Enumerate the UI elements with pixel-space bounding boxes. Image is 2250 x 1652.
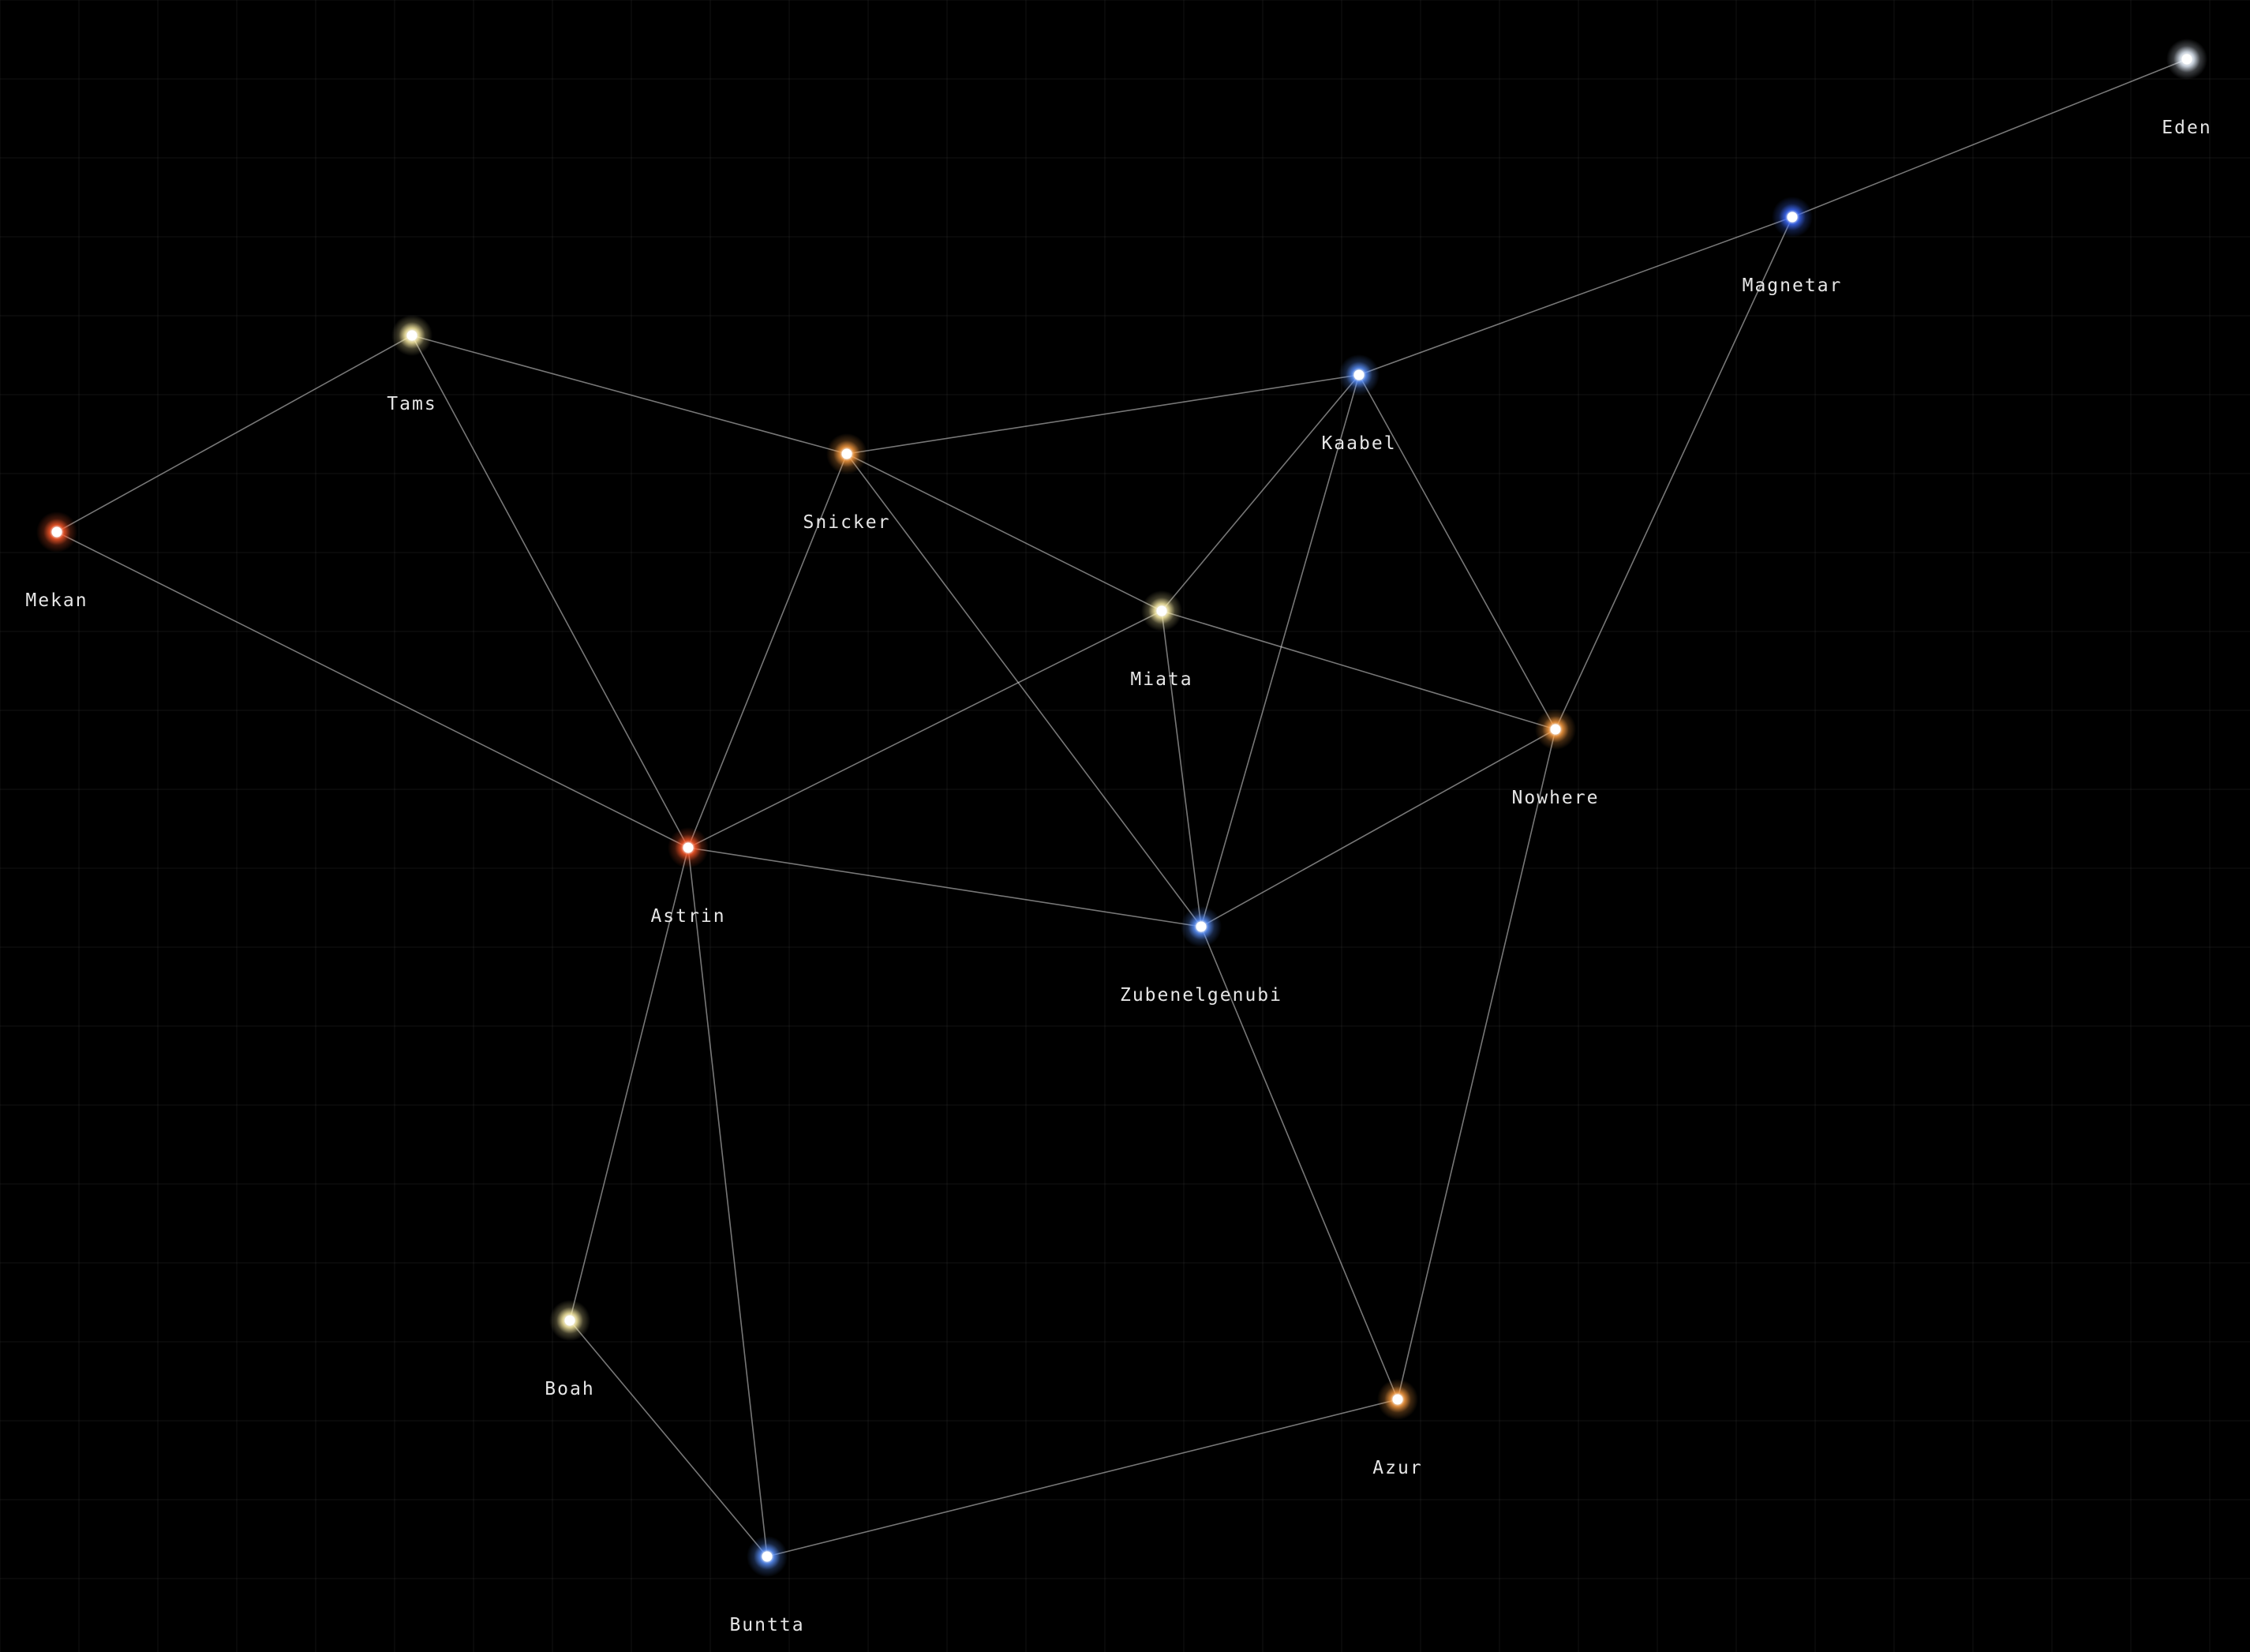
star-icon[interactable] xyxy=(51,526,62,538)
star-icon[interactable] xyxy=(1353,369,1365,380)
hyperlane-magnetar-kaabel xyxy=(1358,216,1793,376)
star-icon[interactable] xyxy=(2181,54,2192,65)
hyperlane-miata-astrin xyxy=(687,610,1162,848)
hyperlane-tams-mekan xyxy=(56,335,413,533)
hyperlane-magnetar-nowhere xyxy=(1555,216,1793,730)
hyperlane-miata-zubenelgenubi xyxy=(1161,610,1202,927)
star-label: Snicker xyxy=(803,512,891,533)
hyperlane-kaabel-zubenelgenubi xyxy=(1200,374,1360,927)
star-icon[interactable] xyxy=(841,448,852,459)
hyperlane-snicker-miata xyxy=(846,453,1162,612)
star-system-snicker[interactable]: Snicker xyxy=(803,433,891,533)
star-system-boah[interactable]: Boah xyxy=(545,1300,594,1399)
star-system-magnetar[interactable]: Magnetar xyxy=(1743,197,1843,296)
star-icon[interactable] xyxy=(683,842,694,853)
star-icon[interactable] xyxy=(1787,212,1798,223)
star-system-eden[interactable]: Eden xyxy=(2162,39,2211,138)
star-system-tams[interactable]: Tams xyxy=(387,315,436,414)
star-label: Eden xyxy=(2162,118,2211,138)
star-system-nowhere[interactable]: Nowhere xyxy=(1512,709,1600,808)
hyperlane-astrin-buntta xyxy=(687,847,768,1557)
star-label: Miata xyxy=(1130,669,1192,690)
star-label: Boah xyxy=(545,1379,594,1399)
hyperlane-snicker-astrin xyxy=(687,453,848,848)
hyperlane-nowhere-zubenelgenubi xyxy=(1200,729,1556,927)
star-icon[interactable] xyxy=(564,1315,575,1326)
star-system-kaabel[interactable]: Kaabel xyxy=(1321,354,1396,454)
star-icon[interactable] xyxy=(406,330,417,341)
hyperlane-kaabel-snicker xyxy=(846,374,1360,455)
hyperlane-azur-buntta xyxy=(766,1399,1398,1557)
star-icon[interactable] xyxy=(762,1551,773,1562)
star-system-astrin[interactable]: Astrin xyxy=(650,827,725,927)
hyperlane-network xyxy=(56,58,2188,1557)
star-label: Buntta xyxy=(729,1615,804,1635)
hyperlane-boah-buntta xyxy=(569,1320,768,1557)
star-icon[interactable] xyxy=(1550,724,1561,735)
hyperlane-astrin-zubenelgenubi xyxy=(687,847,1202,927)
star-label: Astrin xyxy=(650,906,725,927)
star-systems[interactable]: EdenMagnetarTamsKaabelSnickerMekanMiataN… xyxy=(25,39,2211,1635)
hyperlane-tams-astrin xyxy=(411,335,689,848)
star-system-zubenelgenubi[interactable]: Zubenelgenubi xyxy=(1120,906,1282,1006)
hyperlane-nowhere-azur xyxy=(1397,729,1556,1400)
star-icon[interactable] xyxy=(1156,605,1167,616)
star-icon[interactable] xyxy=(1196,921,1207,932)
star-label: Zubenelgenubi xyxy=(1120,985,1282,1006)
hyperlane-eden-magnetar xyxy=(1791,58,2188,218)
star-label: Nowhere xyxy=(1512,788,1600,808)
hyperlane-tams-snicker xyxy=(411,335,848,455)
hyperlane-snicker-zubenelgenubi xyxy=(846,453,1202,927)
star-system-miata[interactable]: Miata xyxy=(1130,590,1192,690)
hyperlane-miata-nowhere xyxy=(1161,610,1556,730)
hyperlane-kaabel-nowhere xyxy=(1358,374,1556,730)
star-system-mekan[interactable]: Mekan xyxy=(25,511,88,611)
star-system-buntta[interactable]: Buntta xyxy=(729,1536,804,1635)
star-system-azur[interactable]: Azur xyxy=(1372,1379,1422,1478)
hyperlane-mekan-astrin xyxy=(56,531,689,848)
hyperlane-zubenelgenubi-azur xyxy=(1200,926,1398,1400)
star-label: Magnetar xyxy=(1743,275,1843,296)
hyperlane-astrin-boah xyxy=(569,847,689,1321)
star-icon[interactable] xyxy=(1392,1394,1403,1405)
star-label: Azur xyxy=(1372,1458,1422,1478)
star-label: Tams xyxy=(387,394,436,414)
hyperlane-kaabel-miata xyxy=(1161,374,1360,612)
star-label: Kaabel xyxy=(1321,433,1396,454)
star-label: Mekan xyxy=(25,590,88,611)
